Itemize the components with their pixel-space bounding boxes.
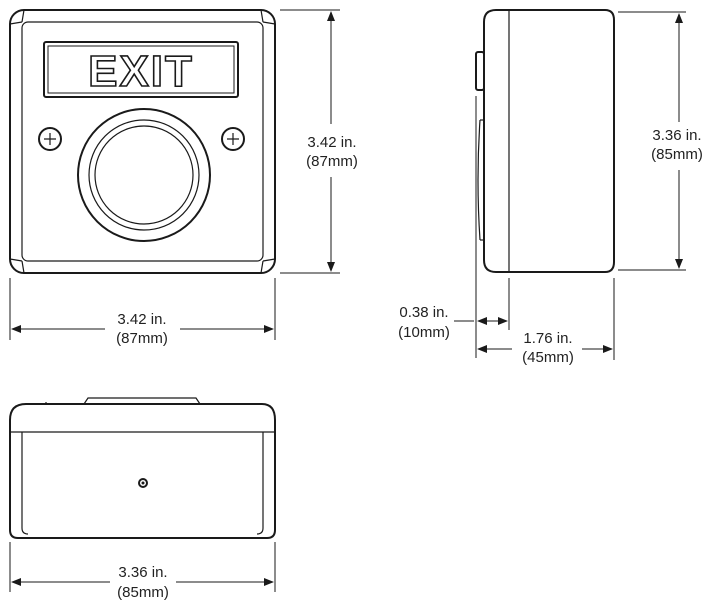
front-height-inches: 3.42 in. [307, 134, 356, 151]
bottom-width-mm: (85mm) [117, 584, 169, 601]
side-height-mm: (85mm) [651, 146, 703, 163]
side-button-protrusion [475, 51, 485, 91]
side-height-inches: 3.36 in. [652, 127, 701, 144]
front-bezel [21, 21, 264, 262]
side-housing [483, 9, 615, 273]
front-width-inches: 3.42 in. [117, 311, 166, 328]
side-view: 3.36 in. (85mm) 0.38 in. (10mm) 1.76 in.… [398, 9, 703, 366]
front-height-mm: (87mm) [306, 153, 358, 170]
front-width-dimension: 3.42 in. (87mm) [9, 278, 276, 347]
bottom-width-dimension: 3.36 in. (85mm) [9, 542, 276, 601]
side-depth-mm: (45mm) [522, 349, 574, 366]
front-width-mm: (87mm) [116, 330, 168, 347]
side-height-dimension: 3.36 in. (85mm) [618, 11, 703, 271]
front-view: EXIT 3.42 in. (87mm) [9, 9, 358, 347]
bottom-width-inches: 3.36 in. [118, 564, 167, 581]
left-screw-icon [38, 127, 62, 151]
button-depth-dimension: 0.38 in. (10mm) [398, 96, 510, 358]
push-button [77, 108, 211, 242]
side-depth-dimension: 1.76 in. (45mm) [477, 278, 615, 366]
bottom-housing [9, 403, 276, 539]
side-depth-inches: 1.76 in. [523, 330, 572, 347]
right-screw-icon [221, 127, 245, 151]
bottom-view: 3.36 in. (85mm) [9, 397, 276, 601]
exit-sign: EXIT [43, 41, 239, 98]
exit-sign-label: EXIT [88, 47, 194, 96]
button-depth-inches: 0.38 in. [399, 304, 448, 321]
front-height-dimension: 3.42 in. (87mm) [280, 9, 358, 274]
button-depth-mm: (10mm) [398, 324, 450, 341]
